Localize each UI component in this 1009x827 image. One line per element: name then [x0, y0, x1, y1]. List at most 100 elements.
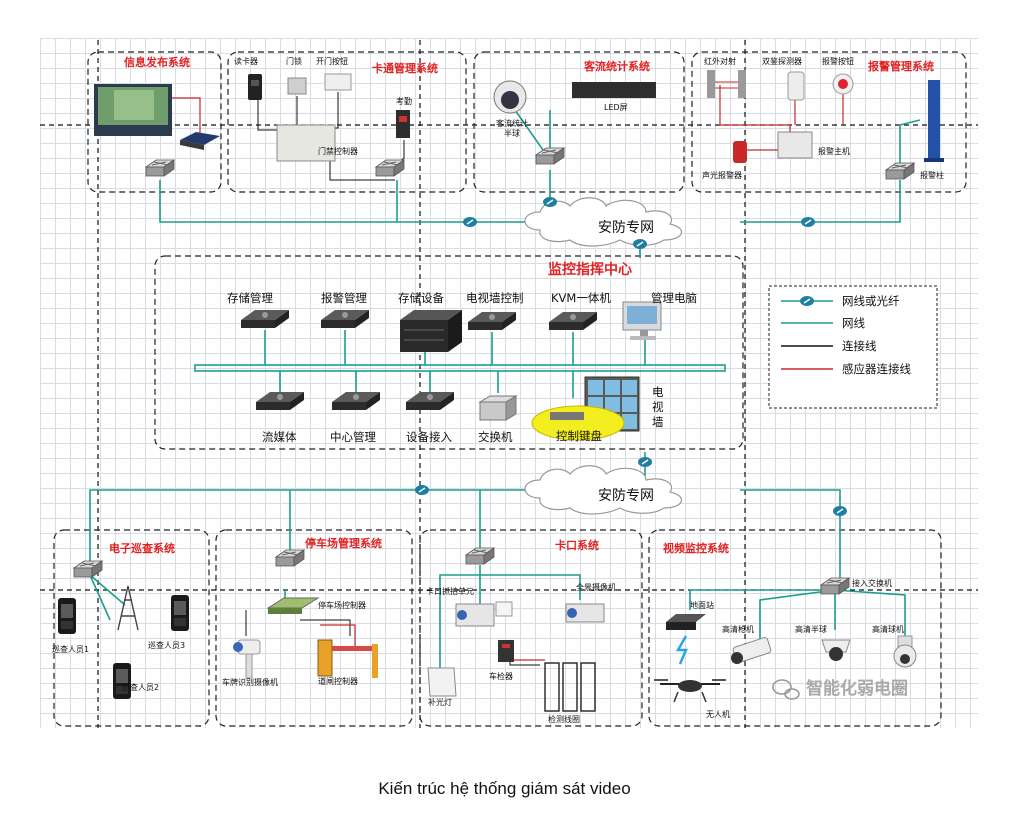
speed-dome-icon — [893, 635, 917, 668]
parking-box — [215, 529, 413, 727]
device-label: 巡查人员3 — [148, 640, 185, 650]
switch-icon — [885, 162, 915, 180]
device-label: 补光灯 — [428, 697, 452, 707]
led-display-icon — [572, 82, 656, 98]
watermark-logo-icon — [772, 679, 800, 700]
device-label: 巡查人员1 — [52, 644, 89, 654]
center-label: 流媒体 — [262, 430, 297, 444]
plate-camera-icon — [233, 639, 261, 679]
device-label: 卡口抓拍单元 — [426, 586, 474, 596]
center-label: 存储设备 — [398, 291, 444, 305]
video-box — [648, 529, 942, 727]
device-label: 无人机 — [706, 709, 730, 719]
title-checkpoint: 卡口系统 — [555, 538, 599, 552]
fiber-icon — [832, 505, 848, 517]
patrol-device-icon — [113, 663, 131, 699]
legend: 网线或光纤 网线 连接线 感应器连接线 — [768, 285, 938, 409]
management-pc-icon — [622, 301, 662, 340]
device-label: LED屏 — [604, 103, 628, 112]
patrol-box — [53, 529, 210, 727]
panorama-camera-icon — [565, 603, 605, 623]
fiber-icon — [800, 216, 816, 228]
legend-label: 网线 — [842, 316, 865, 330]
core-switch-icon — [478, 395, 518, 421]
device-label: 车检器 — [489, 671, 513, 681]
drone-icon — [654, 679, 726, 703]
monitor-center-box — [154, 255, 744, 450]
alarm-box — [691, 51, 967, 193]
attendance-icon — [396, 110, 410, 138]
switch-icon — [145, 159, 175, 177]
device-label: 门禁控制器 — [318, 146, 358, 156]
device-label: 声光报警器 — [702, 170, 742, 180]
device-label: 检测线圈 — [548, 714, 580, 724]
switch-icon — [535, 147, 565, 165]
open-button-icon — [324, 73, 352, 91]
bullet-camera-icon — [731, 637, 772, 664]
center-label: KVM一体机 — [551, 291, 611, 305]
device-label: 车牌识别摄像机 — [222, 677, 278, 687]
device-label: 报警柱 — [920, 170, 944, 180]
door-controller-icon — [276, 124, 336, 162]
label-line: 电 — [652, 385, 664, 399]
device-label: 报警主机 — [818, 146, 850, 156]
device-label: 双鉴探测器 — [762, 56, 802, 66]
device-label: 接入交换机 — [852, 578, 892, 588]
center-mgmt-server-icon — [332, 392, 380, 410]
info-release-box — [87, 51, 222, 193]
network-label: 安防专网 — [598, 488, 654, 504]
switch-icon — [375, 159, 405, 177]
label-line: 半球 — [504, 128, 520, 138]
card-reader-icon — [248, 74, 262, 100]
title-passenger: 客流统计系统 — [583, 59, 650, 73]
control-keyboard-icon — [550, 412, 584, 420]
center-label: 报警管理 — [321, 291, 367, 305]
device-label: 巡查人员2 — [122, 682, 159, 692]
storage-mgmt-server-icon — [241, 310, 289, 328]
switch-icon — [465, 547, 495, 565]
detection-loop-icon — [544, 662, 596, 712]
player-box-icon — [180, 132, 220, 145]
center-label: 设备接入 — [406, 430, 452, 444]
access-box — [227, 51, 467, 193]
patrol-device-icon — [58, 598, 76, 634]
fiber-icon — [637, 456, 653, 468]
alarm-host-icon — [777, 131, 813, 159]
device-label: 高清枪机 — [722, 624, 754, 634]
center-label-vertical: 电视墙 — [652, 385, 664, 429]
siren-icon — [733, 141, 747, 163]
streaming-server-icon — [256, 392, 304, 410]
device-label: 报警按钮 — [822, 56, 854, 66]
vehicle-detector-icon — [498, 640, 514, 662]
device-label: 全景摄像机 — [576, 582, 616, 592]
wireless-icon — [675, 635, 688, 665]
caption: Kiến trúc hệ thống giám sát video — [378, 779, 631, 798]
door-lock-icon — [287, 77, 307, 95]
device-label: 停车场控制器 — [318, 600, 366, 610]
title-access: 卡通管理系统 — [372, 61, 438, 75]
patrol-device-icon — [171, 595, 189, 631]
ground-station-icon — [666, 614, 706, 630]
switch-icon — [820, 577, 850, 595]
title-alarm: 报警管理系统 — [868, 59, 934, 73]
infrared-beam-icon — [707, 70, 715, 98]
device-label: 考勤 — [396, 96, 412, 106]
device-label: 红外对射 — [704, 56, 736, 66]
title-patrol: 电子巡查系统 — [109, 541, 175, 555]
fiber-icon — [542, 196, 558, 208]
fiber-icon — [414, 484, 430, 496]
passenger-box — [473, 51, 685, 193]
label-line: 墙 — [652, 415, 664, 429]
switch-icon — [275, 549, 305, 567]
center-label: 电视墙控制 — [466, 291, 524, 305]
center-label: 中心管理 — [330, 430, 376, 444]
device-label: 高清半球 — [795, 624, 827, 634]
title-info-release: 信息发布系统 — [124, 55, 190, 69]
dual-detector-icon — [787, 71, 805, 101]
fill-light-icon — [427, 667, 457, 697]
center-label: 控制键盘 — [556, 429, 602, 443]
barrier-gate-icon — [317, 639, 378, 678]
alarm-post-icon — [928, 80, 940, 160]
device-label: 门锁 — [286, 56, 302, 66]
